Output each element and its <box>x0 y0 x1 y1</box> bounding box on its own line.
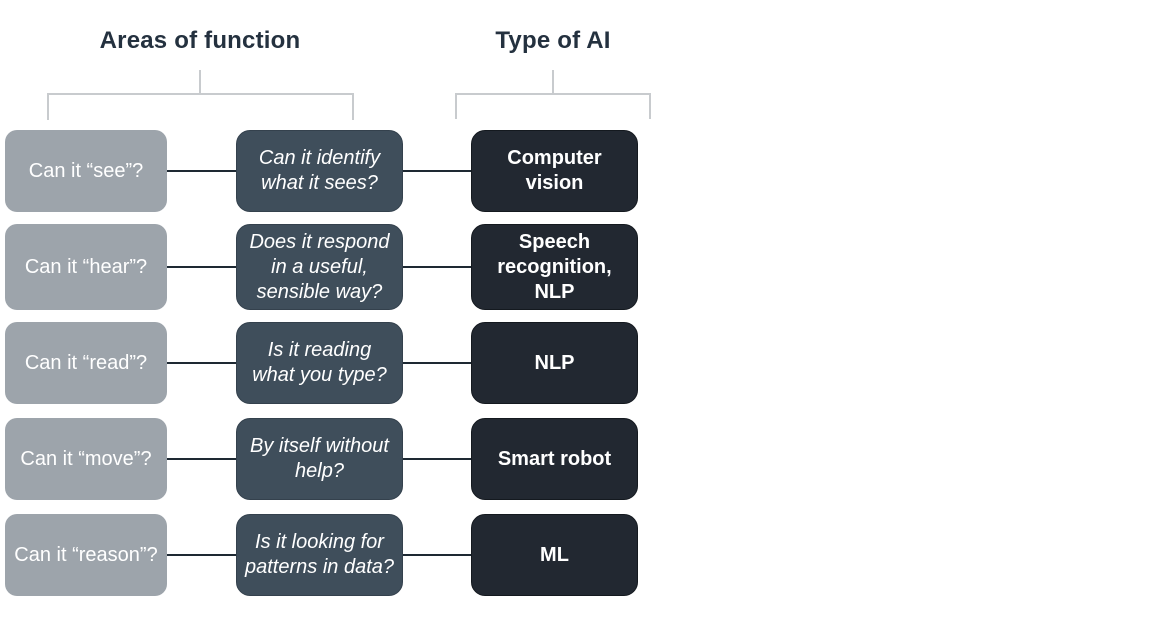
areas-of-function-header: Areas of function <box>99 27 301 54</box>
function-box-move: Can it “move”? <box>5 418 167 500</box>
type-box-computer-vision: Computer vision <box>471 130 638 212</box>
connector-line <box>167 554 236 556</box>
bracket-left-tick <box>47 93 49 120</box>
question-box-identify: Can it identify what it sees? <box>236 130 403 212</box>
question-box-by-itself: By itself without help? <box>236 418 403 500</box>
bracket-right-tick <box>352 93 354 120</box>
type-box-nlp: NLP <box>471 322 638 404</box>
function-box-hear: Can it “hear”? <box>5 224 167 310</box>
type-box-ml: ML <box>471 514 638 596</box>
type-box-speech-recognition-nlp: Speech recognition, NLP <box>471 224 638 310</box>
connector-line <box>403 266 471 268</box>
bracket-bar-line <box>47 93 354 95</box>
connector-line <box>403 554 471 556</box>
function-box-reason: Can it “reason”? <box>5 514 167 596</box>
connector-line <box>167 266 236 268</box>
connector-line <box>167 458 236 460</box>
connector-line <box>167 362 236 364</box>
bracket-bar-line <box>455 93 651 95</box>
question-box-patterns: Is it looking for patterns in data? <box>236 514 403 596</box>
bracket-stem-line <box>199 70 201 93</box>
type-box-smart-robot: Smart robot <box>471 418 638 500</box>
function-box-read: Can it “read”? <box>5 322 167 404</box>
bracket-left-tick <box>455 93 457 119</box>
question-box-respond: Does it respond in a useful, sensible wa… <box>236 224 403 310</box>
type-of-ai-header: Type of AI <box>495 27 611 54</box>
bracket-right-tick <box>649 93 651 119</box>
question-box-reading: Is it reading what you type? <box>236 322 403 404</box>
connector-line <box>403 362 471 364</box>
function-box-see: Can it “see”? <box>5 130 167 212</box>
bracket-stem-line <box>552 70 554 93</box>
connector-line <box>403 170 471 172</box>
connector-line <box>167 170 236 172</box>
connector-line <box>403 458 471 460</box>
